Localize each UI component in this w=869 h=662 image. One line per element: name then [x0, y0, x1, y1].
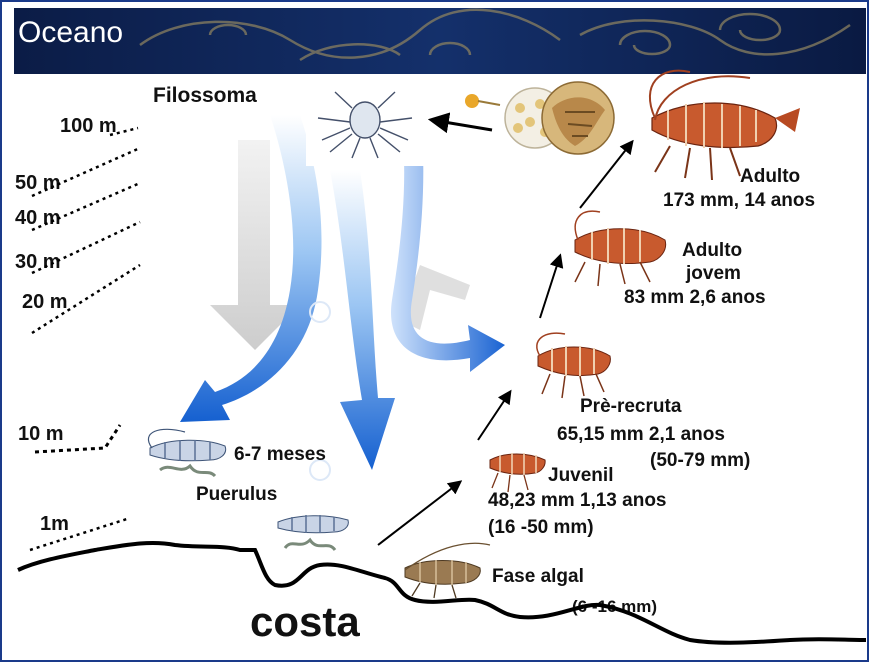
- juvenil-size-age: 48,23 mm 1,13 anos: [488, 490, 667, 511]
- pre-recruta-size-range: (50-79 mm): [650, 450, 750, 471]
- puerulus-duration: 6-7 meses: [234, 444, 326, 465]
- juvenil-label: Juvenil: [548, 465, 613, 486]
- puerulus-label: Puerulus: [196, 484, 277, 505]
- pre-recruta-label: Prè-recruta: [580, 396, 682, 417]
- pre-recruta-size-age: 65,15 mm 2,1 anos: [557, 424, 725, 445]
- depth-label-40m: 40 m: [15, 207, 61, 229]
- adulto-size-age: 173 mm, 14 anos: [663, 190, 815, 211]
- ocean-header: Oceano: [14, 8, 866, 74]
- adulto-jovem-label-2: jovem: [685, 263, 741, 284]
- depth-label-1m: 1m: [40, 513, 69, 535]
- filossoma-label: Filossoma: [153, 84, 257, 107]
- depth-label-10m: 10 m: [18, 423, 64, 445]
- egg-icon: [465, 94, 479, 108]
- depth-label-100m: 100 m: [60, 115, 117, 137]
- depth-label-50m: 50 m: [15, 172, 61, 194]
- adulto-jovem-label-1: Adulto: [682, 240, 742, 261]
- ocean-title: Oceano: [18, 16, 123, 49]
- depth-label-30m: 30 m: [15, 251, 61, 273]
- adulto-jovem-size-age: 83 mm 2,6 anos: [624, 287, 766, 308]
- fase-algal-label: Fase algal: [492, 566, 584, 587]
- juvenil-size-range: (16 -50 mm): [488, 517, 594, 538]
- coast-label: costa: [250, 598, 360, 645]
- depth-label-20m: 20 m: [22, 291, 68, 313]
- adulto-label: Adulto: [740, 166, 800, 187]
